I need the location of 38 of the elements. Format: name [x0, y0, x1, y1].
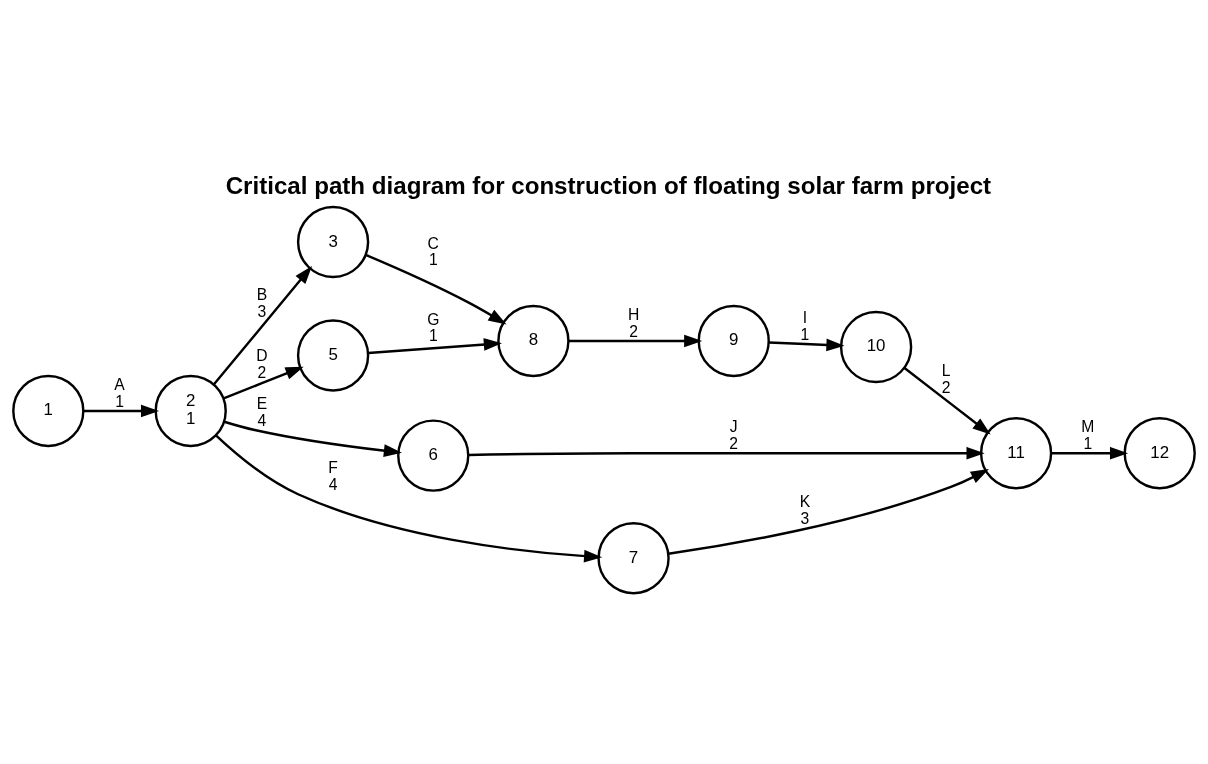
- edge-label: D 2: [256, 346, 268, 381]
- arrow: [212, 265, 313, 386]
- node-circle: 9: [697, 304, 770, 378]
- arrow: [1051, 446, 1129, 460]
- edge-label: I 1: [800, 309, 810, 344]
- arrow: [83, 404, 160, 418]
- node-circle: 8: [497, 304, 570, 378]
- edge-label: K 3: [799, 492, 811, 527]
- node-circle: 12: [1123, 417, 1196, 490]
- edge-label: C 1: [427, 234, 439, 269]
- node-circle: 5: [296, 319, 370, 392]
- edge-label: A 1: [114, 375, 125, 410]
- arrow: [768, 338, 845, 352]
- arrow: [903, 367, 991, 435]
- diagram-title: Critical path diagram for construction of floating solar farm project: [225, 171, 992, 199]
- node-circle: 1: [12, 374, 85, 448]
- edge-label: B 3: [256, 286, 268, 321]
- arrow: [215, 434, 603, 563]
- node-circle: 7: [597, 521, 670, 595]
- edge-label: H 2: [627, 305, 640, 340]
- node-circle: 11: [979, 417, 1053, 490]
- arrow: [223, 366, 304, 400]
- node-circle: 6: [397, 419, 470, 492]
- edge-label: E 4: [256, 395, 268, 429]
- arrow: [365, 253, 507, 325]
- arrow: [223, 420, 402, 457]
- node-circle: 10: [839, 310, 913, 384]
- edge-label: L 2: [941, 362, 951, 397]
- arrow: [468, 446, 985, 460]
- edge-label: F 4: [328, 458, 338, 493]
- arrow: [368, 338, 502, 355]
- edge-label: M 1: [1081, 417, 1095, 452]
- arrow: [668, 468, 989, 555]
- node-circle: 3: [296, 205, 370, 279]
- node-circle: 2 1: [154, 374, 227, 448]
- edge-label: G 1: [427, 310, 440, 345]
- edge-label: J 2: [729, 417, 739, 452]
- arrow: [568, 334, 703, 348]
